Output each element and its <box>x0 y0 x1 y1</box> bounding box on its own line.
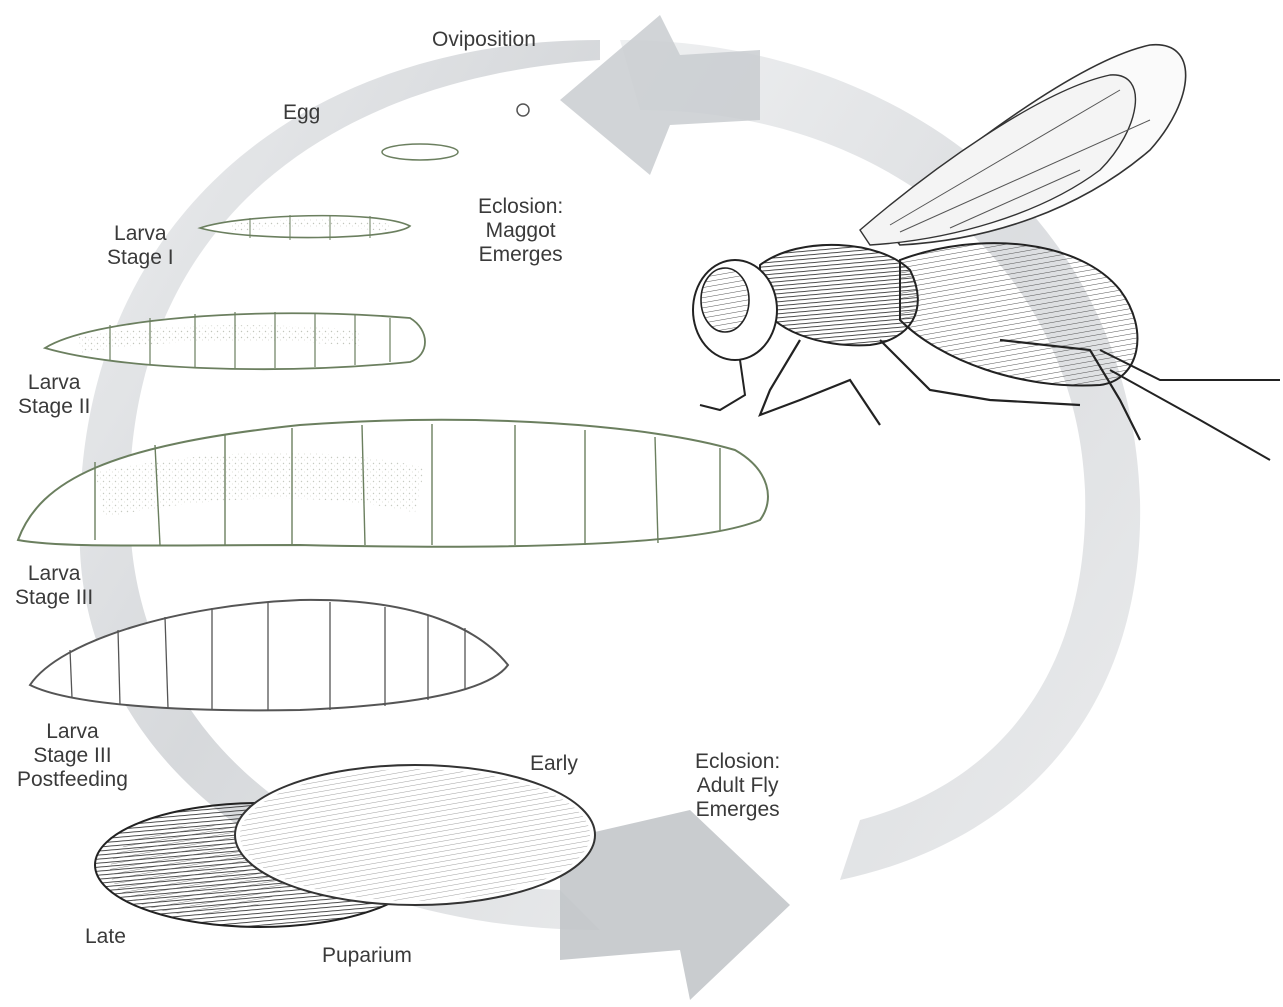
fly-leg-front <box>760 340 880 425</box>
label-larva-stage-1-line2: Stage I <box>107 246 174 270</box>
label-larva-postfeeding-line1: Larva <box>17 720 128 744</box>
label-early: Early <box>530 752 578 776</box>
label-eclosion-maggot: Eclosion: Maggot Emerges <box>478 195 563 267</box>
larva-stage-1-illustration <box>200 215 410 240</box>
label-larva-stage-1-line1: Larva <box>107 222 174 246</box>
label-eclosion-maggot-line2: Maggot <box>478 219 563 243</box>
label-larva-stage-3-line1: Larva <box>15 562 93 586</box>
label-eclosion-adult-line3: Emerges <box>695 798 780 822</box>
label-eclosion-adult: Eclosion: Adult Fly Emerges <box>695 750 780 822</box>
label-larva-stage-2: Larva Stage II <box>18 371 90 419</box>
label-egg: Egg <box>283 101 320 125</box>
fly-thorax <box>760 245 918 345</box>
label-puparium: Puparium <box>322 944 412 968</box>
label-larva-postfeeding-line3: Postfeeding <box>17 768 128 792</box>
label-larva-postfeeding: Larva Stage III Postfeeding <box>17 720 128 792</box>
label-larva-stage-1: Larva Stage I <box>107 222 174 270</box>
fly-eye <box>701 268 749 332</box>
larva-stage-2-illustration <box>45 312 425 369</box>
label-larva-stage-3-line2: Stage III <box>15 586 93 610</box>
fly-proboscis <box>700 360 745 410</box>
label-late: Late <box>85 925 126 949</box>
egg-oval <box>382 144 458 160</box>
egg-dot <box>517 104 529 116</box>
label-larva-postfeeding-line2: Stage III <box>17 744 128 768</box>
label-larva-stage-2-line2: Stage II <box>18 395 90 419</box>
label-eclosion-adult-line1: Eclosion: <box>695 750 780 774</box>
cycle-arrow-top-head <box>560 15 760 175</box>
label-eclosion-adult-line2: Adult Fly <box>695 774 780 798</box>
label-eclosion-maggot-line3: Emerges <box>478 243 563 267</box>
label-eclosion-maggot-line1: Eclosion: <box>478 195 563 219</box>
label-larva-stage-2-line1: Larva <box>18 371 90 395</box>
egg-illustration <box>382 104 529 160</box>
label-oviposition: Oviposition <box>432 28 536 52</box>
fly-abdomen <box>900 243 1137 385</box>
label-larva-stage-3: Larva Stage III <box>15 562 93 610</box>
